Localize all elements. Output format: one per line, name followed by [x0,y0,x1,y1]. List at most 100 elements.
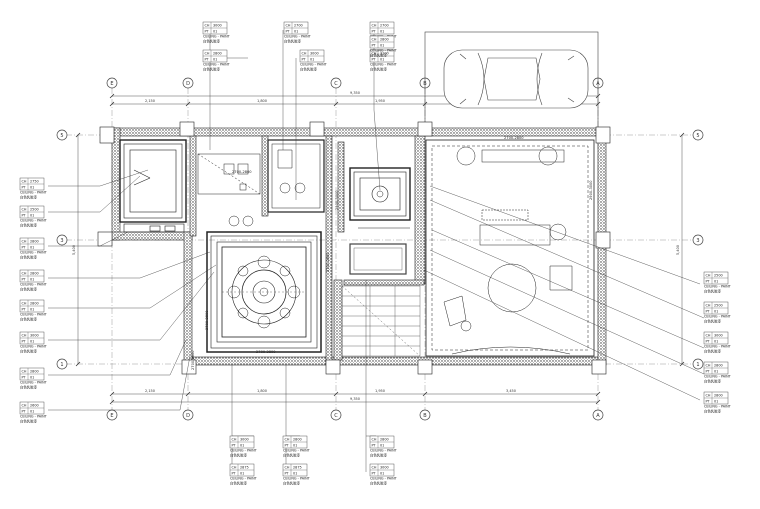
ceiling-tag-finish: 白色乳胶漆 [20,419,38,424]
dim-left-total: 5,400 [72,245,76,255]
ceiling-tag-finish: 白色乳胶漆 [283,481,301,486]
ceiling-tag-type: CEILING - PAINT [370,63,398,67]
ceiling-tag-ch-label: CH [372,24,377,28]
ceiling-tag-pt-label: PT [285,472,290,476]
ceiling-tag-pt-label: PT [22,308,27,312]
grid-label-left-5: 5 [60,133,63,139]
parking-area [424,31,599,130]
ceiling-tag-ch-label: CH [706,364,711,368]
ceiling-tag-type: CEILING - PAINT [20,283,48,287]
ceiling-tag-ch-label: CH [22,240,27,244]
ceiling-tag-finish: 白色乳胶漆 [704,409,722,414]
ceiling-tag-height: 2800 [30,302,39,306]
ceiling-tag-type: CEILING - PAINT [20,219,48,223]
ceiling-tag-pt-label: PT [232,472,237,476]
ceiling-tag-ch-label: CH [22,272,27,276]
ceiling-tag-type: CEILING - PAINT [370,49,398,53]
ceiling-tag-ch-label: CH [706,394,711,398]
ceiling-tag-paint-code: 01 [240,472,244,476]
ceiling-tag-paint-code: 01 [30,308,34,312]
walls [97,121,611,375]
ceiling-tag-ch-label: CH [205,24,210,28]
ceiling-tag-height: 2800 [30,370,39,374]
ceiling-tag-paint-code: 01 [294,30,298,34]
ceiling-tag-ch-label: CH [372,438,377,442]
ceiling-tag-pt-label: PT [706,310,711,314]
ceiling-tag-ch-label: CH [285,466,290,470]
ceiling-tag-pt-label: PT [372,472,377,476]
ceiling-tag-height: 2750 [30,180,39,184]
ceiling-tag-pt-label: PT [285,444,290,448]
ceiling-tag-height: 2800 [293,438,302,442]
ceiling-tag-paint-code: 01 [380,44,384,48]
ceiling-tag-finish: 白色乳胶漆 [20,195,38,200]
ceiling-tag-pt-label: PT [286,30,291,34]
ceiling-tag-paint-code: 01 [213,58,217,62]
dim-top-seg-3: 1,950 [375,99,385,103]
ceiling-tag-paint-code: 01 [714,280,718,284]
ceiling-tag-pt-label: PT [706,280,711,284]
ceiling-tag-type: CEILING - PAINT [20,415,48,419]
ceiling-tag-paint-code: 01 [30,278,34,282]
ceiling-tag-type: CEILING - PAINT [704,405,732,409]
ceiling-tag-paint-code: 01 [714,340,718,344]
ceiling-tag-ch-label: CH [22,302,27,306]
dim-bottom-seg-3: 1,950 [375,389,385,393]
grid-label-right-3: 3 [696,238,699,244]
dimension-ticks [75,93,685,405]
ceiling-tag-finish: 白色乳胶漆 [300,67,318,72]
ceiling-tag-ch-label: CH [22,334,27,338]
room-corridor-ceiling [197,153,261,227]
dim-top-total: 9,350 [350,91,360,95]
ceiling-tag-height: 2800 [380,38,389,42]
grid-label-top-e: E [110,81,113,87]
ceiling-tag-type: CEILING - PAINT [284,35,312,39]
ceiling-tag-finish: 白色乳胶漆 [230,453,248,458]
ceiling-tag-pt-label: PT [372,58,377,62]
dim-bottom-seg-1: 2,150 [145,389,155,393]
ceiling-tag-paint-code: 01 [240,444,244,448]
grid-label-right-1: 1 [696,362,699,368]
ceiling-tag-finish: 白色乳胶漆 [20,223,38,228]
level-dining-bottom: 2700-2800 [256,350,276,354]
ceiling-tag-finish: 白色乳胶漆 [370,481,388,486]
ceiling-tag-pt-label: PT [22,376,27,380]
ceiling-tag-height: 2800 [714,394,723,398]
dim-right-total: 5,400 [676,245,680,255]
ceiling-tag-ch-label: CH [22,370,27,374]
dim-bottom-seg-2: 1,800 [257,389,267,393]
ceiling-tag-type: CEILING - PAINT [20,381,48,385]
ceiling-tag-paint-code: 01 [380,472,384,476]
ceiling-tag-height: 3000 [380,466,389,470]
grid-label-left-3: 3 [60,238,63,244]
ceiling-tag-height: 2875 [240,466,249,470]
ceiling-tag-paint-code: 01 [30,376,34,380]
ceiling-tag-paint-code: 01 [30,246,34,250]
grid-label-top-c: C [334,81,338,87]
ceiling-tag-finish: 白色乳胶漆 [284,39,302,44]
ceiling-tag-type: CEILING - PAINT [370,449,398,453]
ceiling-tag-height: 3000 [240,438,249,442]
ceiling-tag-ch-label: CH [372,38,377,42]
ceiling-tag-ch-label: CH [706,334,711,338]
grid-label-bottom-e: E [110,413,113,419]
ceiling-tag-type: CEILING - PAINT [230,477,258,481]
ceiling-tag-type: CEILING - PAINT [704,345,732,349]
ceiling-tag-type: CEILING - PAINT [20,191,48,195]
ceiling-tag-pt-label: PT [22,278,27,282]
dim-top-seg-2: 1,800 [257,99,267,103]
ceiling-tag-pt-label: PT [706,370,711,374]
ceiling-tag-paint-code: 01 [30,340,34,344]
ceiling-tag-pt-label: PT [372,30,377,34]
